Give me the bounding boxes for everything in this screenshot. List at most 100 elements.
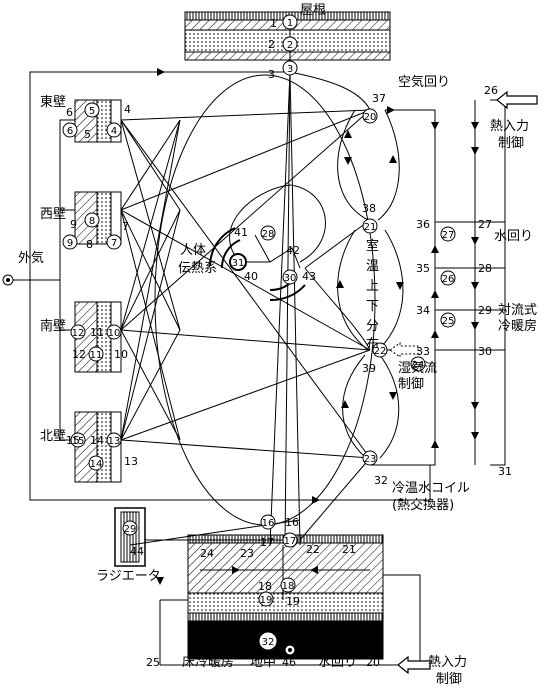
- node-label-24: 24: [200, 547, 214, 560]
- label-human-heat: 伝熱系: [178, 261, 217, 276]
- label-ground: 地中: [250, 655, 276, 670]
- node-label-38: 38: [362, 202, 376, 215]
- node-circle-label: 4: [111, 126, 117, 137]
- label-room-temp-4: 下: [366, 299, 379, 314]
- node-circle-8: 8: [85, 213, 99, 227]
- node-circle-18: 18: [281, 578, 295, 592]
- label-north-wall: 北壁: [40, 429, 66, 444]
- node-circle-26: 26: [441, 271, 455, 285]
- node-label-7: 7: [122, 220, 129, 233]
- node-circle-23: 23: [363, 451, 377, 465]
- label-moisture-flow: 湿気流: [398, 360, 437, 376]
- label-water-loop-bottom: 水回り: [318, 655, 357, 670]
- node-label-2: 2: [268, 38, 275, 51]
- node-label-21: 21: [342, 543, 356, 556]
- node-circle-5: 5: [85, 103, 99, 117]
- node-label-10: 10: [114, 348, 128, 361]
- label-human-body: 人体: [180, 243, 206, 258]
- node-circle-label: 8: [89, 216, 95, 227]
- node-label-41: 41: [234, 226, 248, 239]
- node-circle-label: 11: [90, 350, 103, 361]
- node-circle-6: 6: [63, 123, 77, 137]
- node-label-36: 36: [416, 218, 430, 231]
- node-circle-21: 21: [363, 219, 377, 233]
- node-outdoor-air: [3, 275, 13, 285]
- node-label-27: 27: [478, 218, 492, 231]
- node-label-9: 9: [70, 218, 77, 231]
- label-heat-exchanger: (熱交換器): [392, 497, 454, 513]
- node-circle-32: 32: [260, 633, 276, 649]
- node-circle-label: 23: [364, 454, 377, 465]
- node-label-43: 43: [302, 270, 316, 283]
- label-air-loop: 空気回り: [398, 74, 450, 90]
- node-label-18: 18: [258, 580, 272, 593]
- node-label-19: 19: [286, 595, 300, 608]
- node-circle-label: 7: [111, 238, 117, 249]
- node-circle-9: 9: [63, 235, 77, 249]
- label-west-wall: 西壁: [40, 207, 66, 222]
- node-circle-13: 13: [107, 433, 121, 447]
- node-label-33: 33: [416, 345, 430, 358]
- node-label-25: 25: [146, 656, 160, 669]
- label-roof: 屋根: [300, 3, 326, 18]
- node-circle-16: 16: [261, 515, 275, 529]
- label-east-wall: 東壁: [40, 94, 66, 110]
- node-circle-14: 14: [89, 456, 103, 470]
- node-circle-1: 1: [283, 15, 297, 29]
- node-label-12: 12: [72, 348, 86, 361]
- label-room-temp-6: 布: [366, 337, 379, 352]
- node-circle-label: 20: [364, 112, 377, 123]
- label-moisture-control: 制御: [398, 377, 424, 392]
- node-circle-17: 17: [283, 533, 297, 547]
- node-label-22: 22: [306, 543, 320, 556]
- node-label-5: 5: [84, 128, 91, 141]
- node-label-14: 14: [90, 434, 104, 447]
- node-circle-20: 20: [363, 109, 377, 123]
- label-room-temp-5: 分: [366, 319, 379, 334]
- node-circle-label: 28: [262, 229, 275, 240]
- label-convective: 対流式: [498, 303, 537, 318]
- node-circle-29: 29: [123, 521, 137, 535]
- label-heat-input-top: 熱入力: [490, 119, 529, 134]
- label-floor-hvac: 床冷暖房: [182, 654, 234, 670]
- label-radiator: ラジエータ: [96, 569, 161, 584]
- node-label-39: 39: [362, 362, 376, 375]
- node-label-37: 37: [372, 92, 386, 105]
- label-outdoor-air: 外気: [18, 250, 44, 266]
- node-circle-label: 13: [108, 436, 121, 447]
- node-label-29: 29: [478, 304, 492, 317]
- node-circle-10: 10: [107, 325, 121, 339]
- node-circle-3: 3: [283, 61, 297, 75]
- node-circle-label: 17: [284, 536, 297, 547]
- node-circle-label: 19: [260, 595, 273, 606]
- label-hvac: 冷暖房: [498, 318, 537, 334]
- node-label-20: 20: [366, 656, 380, 669]
- node-label-30: 30: [478, 345, 492, 358]
- node-label-15: 15: [66, 434, 80, 447]
- node-circle-label: 9: [67, 238, 73, 249]
- label-south-wall: 南壁: [40, 318, 66, 334]
- node-circle-30: 30: [283, 270, 297, 284]
- node-circle-label: 27: [442, 230, 455, 241]
- node-label-4: 4: [124, 103, 131, 116]
- node-label-16: 16: [285, 516, 299, 529]
- node-circle-label: 29: [124, 524, 137, 535]
- label-room-temp-2: 温: [366, 259, 379, 274]
- node-circle-label: 16: [262, 518, 275, 529]
- label-control-top: 制御: [498, 136, 524, 151]
- node-circle-11: 11: [89, 347, 103, 361]
- node-label-28: 28: [478, 262, 492, 275]
- node-ground-46: [285, 645, 295, 655]
- node-label-8: 8: [86, 238, 93, 251]
- label-coil: 冷温水コイル: [392, 481, 470, 496]
- label-water-loop-right: 水回り: [494, 229, 533, 244]
- node-label-32: 32: [374, 474, 388, 487]
- node-label-11: 11: [90, 326, 104, 339]
- node-label-6: 6: [66, 106, 73, 119]
- node-label-26: 26: [484, 84, 498, 97]
- node-label-31: 31: [498, 465, 512, 478]
- node-circle-label: 10: [108, 328, 121, 339]
- node-circle-12: 12: [71, 325, 85, 339]
